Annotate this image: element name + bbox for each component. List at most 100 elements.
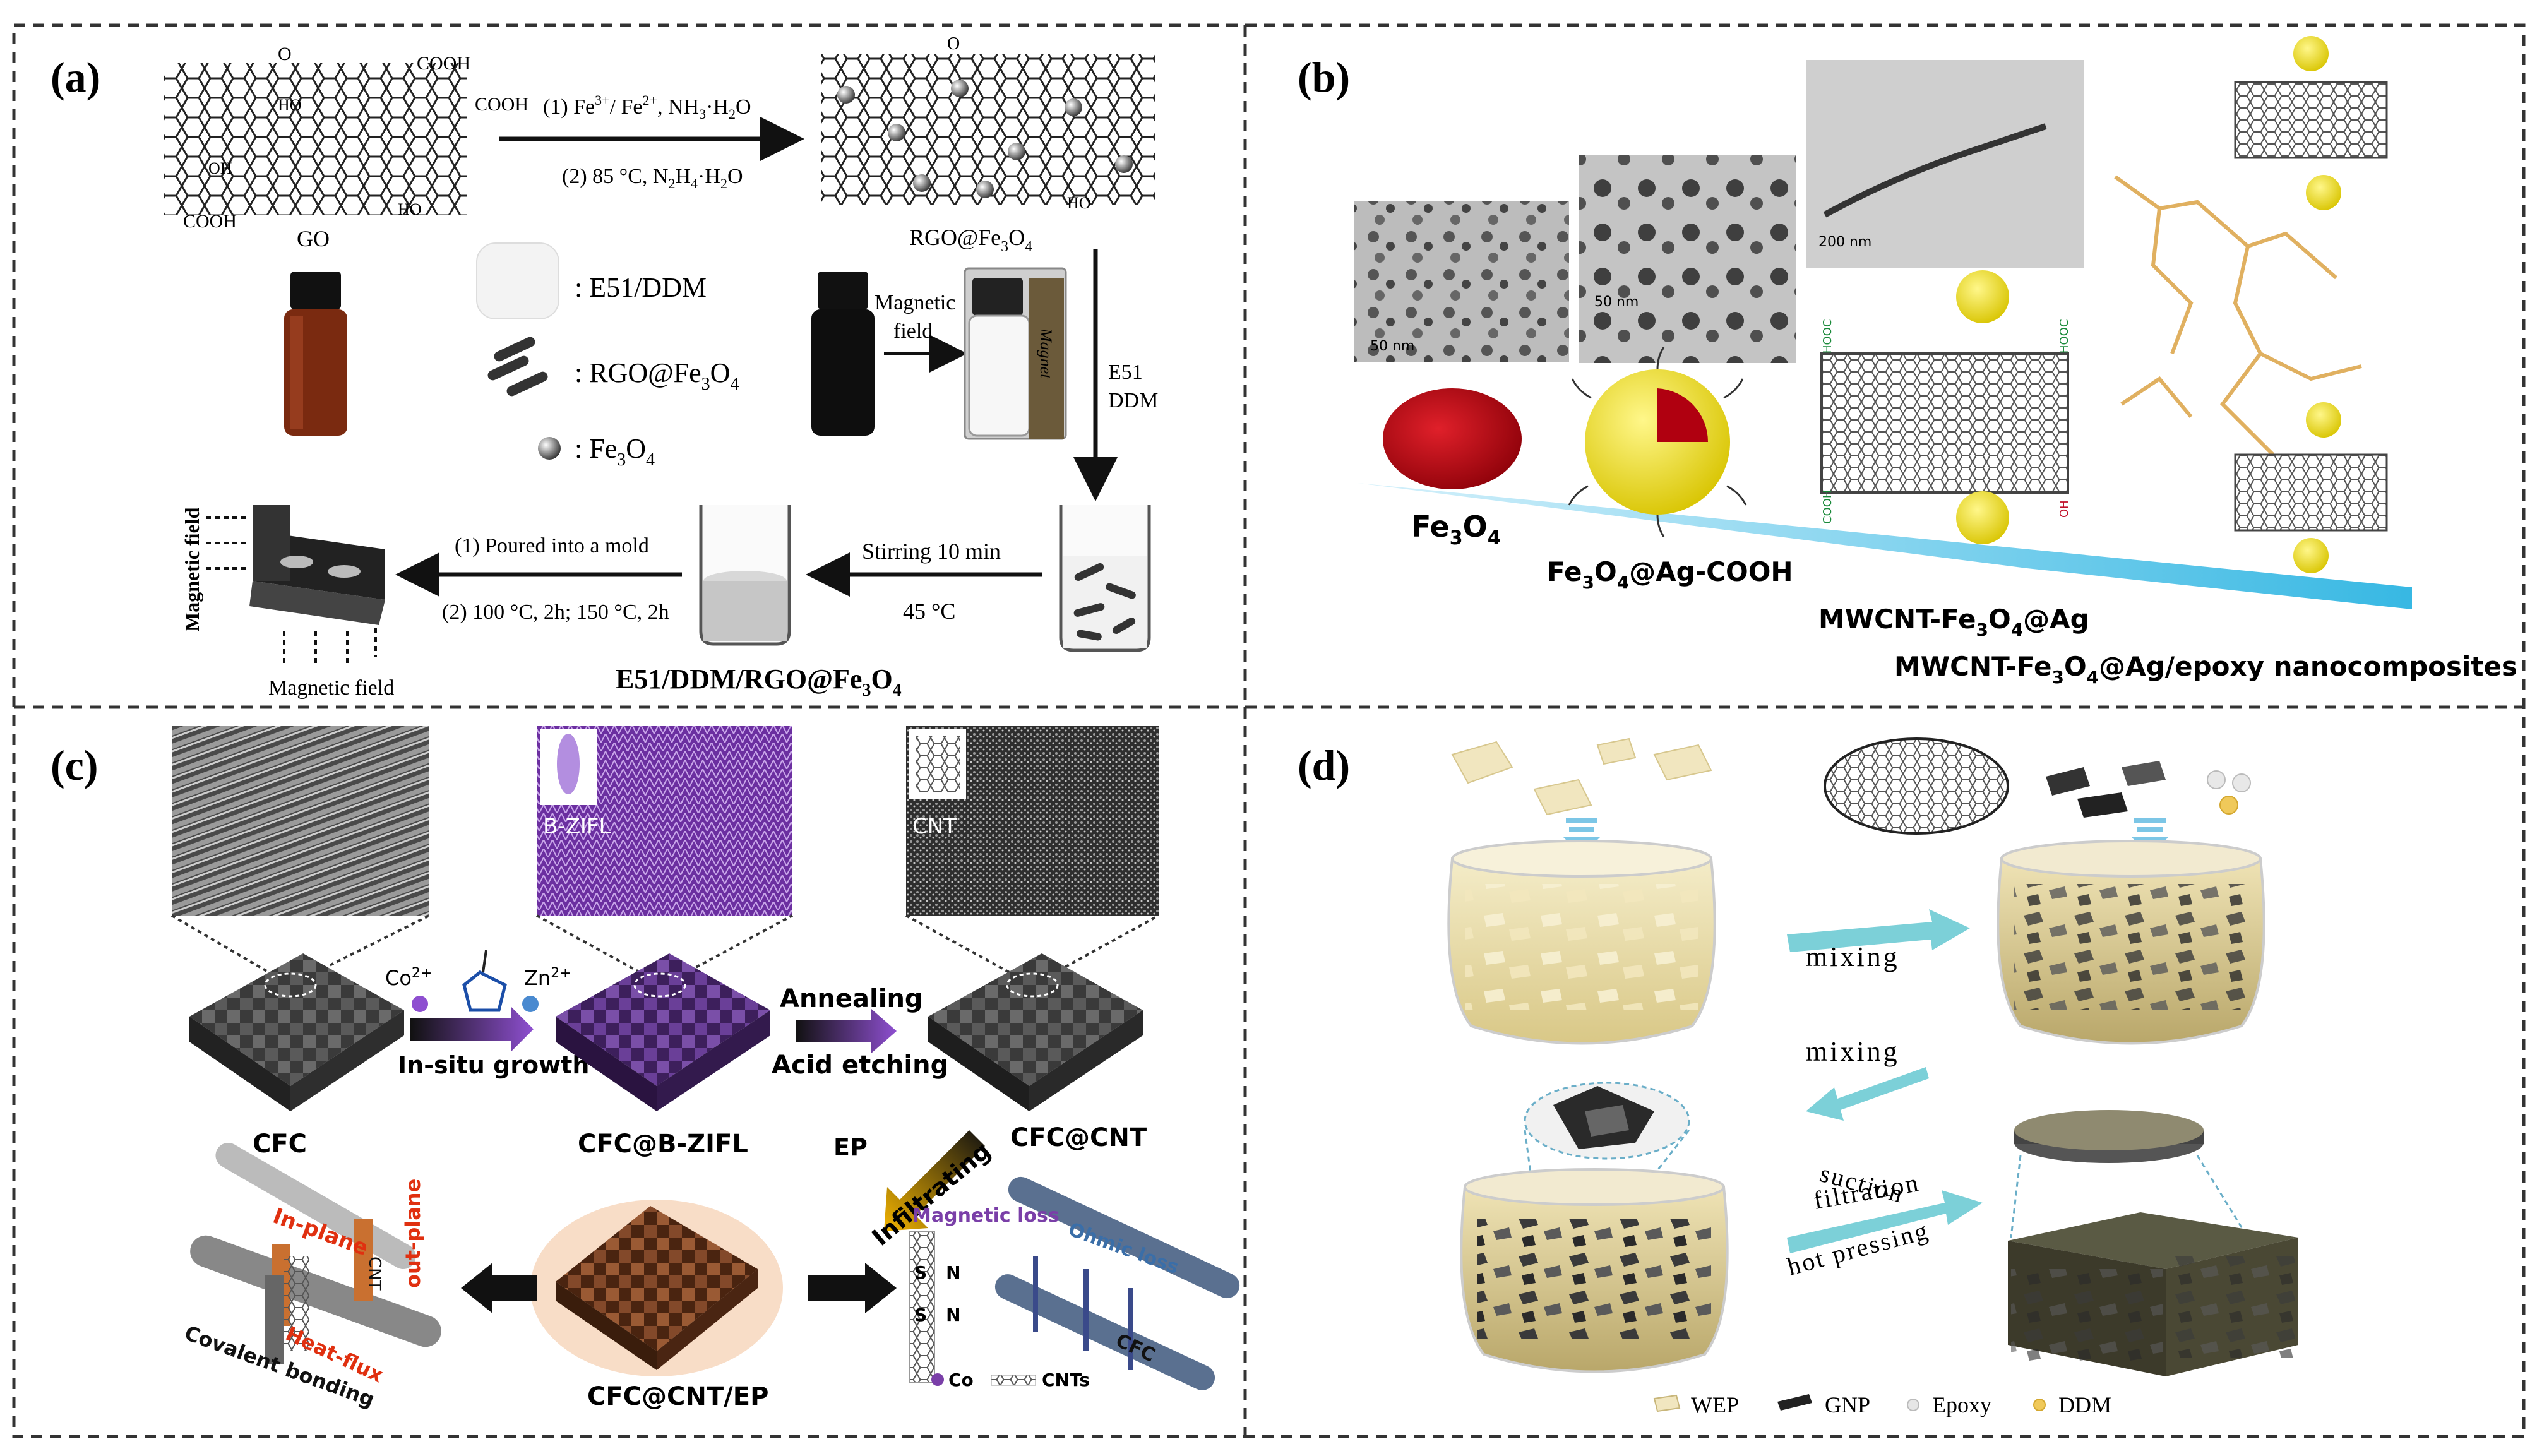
- sem-cfc: [172, 726, 429, 916]
- svg-text:COOH: COOH: [417, 53, 470, 74]
- svg-text:EP: EP: [833, 1133, 868, 1161]
- ep-fabric: [530, 1200, 783, 1376]
- svg-text:DDM: DDM: [1108, 389, 1158, 412]
- svg-text:WEP: WEP: [1691, 1392, 1739, 1417]
- panel-b-tag: (b): [1298, 53, 1350, 101]
- annealing-arrow: [796, 1009, 897, 1053]
- svg-text:OH: OH: [208, 159, 232, 177]
- cnt-fabric: [928, 953, 1143, 1111]
- go-label: GO: [297, 226, 330, 251]
- svg-text:Annealing: Annealing: [780, 984, 923, 1013]
- panel-a-tag: (a): [51, 53, 100, 101]
- svg-text:Fe3O4: Fe3O4: [1411, 510, 1501, 549]
- svg-text:200 nm: 200 nm: [1818, 234, 1871, 250]
- svg-text:Stirring 10 min: Stirring 10 min: [862, 539, 1001, 564]
- svg-text:50 nm: 50 nm: [1370, 338, 1414, 354]
- svg-text:HOOC: HOOC: [1821, 319, 1834, 354]
- svg-text:COOH: COOH: [183, 211, 237, 232]
- infiltrating-arrow: [884, 1130, 985, 1231]
- mixture-label: E51/DDM/RGO@Fe3O4: [616, 664, 902, 700]
- beaker-gnp: [1997, 840, 2265, 1045]
- svg-text:45 °C: 45 °C: [903, 599, 955, 624]
- svg-text:Magnet: Magnet: [1037, 328, 1055, 379]
- svg-text:out-plane: out-plane: [401, 1179, 425, 1288]
- flake-bubble: [1524, 1082, 1690, 1160]
- insitu-arrow: [410, 1007, 534, 1051]
- svg-text:CNT: CNT: [912, 814, 957, 839]
- svg-text:HO: HO: [278, 96, 302, 114]
- wep-flakes-top: [1451, 737, 1712, 816]
- beaker-mix: [1460, 1168, 1729, 1373]
- heat-flux-schematic: In-plane out-plane CNT Heat-flux Covalen…: [181, 1143, 477, 1412]
- svg-text:50 nm: 50 nm: [1594, 294, 1639, 310]
- svg-text:(1) Poured into a mold: (1) Poured into a mold: [455, 534, 649, 558]
- svg-text:B-ZIFL: B-ZIFL: [543, 814, 611, 839]
- precursor-icons: Co2+ Zn2+: [385, 950, 571, 1012]
- svg-text:HOOC: HOOC: [2058, 319, 2071, 354]
- panel-a: (a) O COOH COOH COOH HO OH HO GO (1) Fe3…: [51, 34, 1158, 700]
- svg-text:Epoxy: Epoxy: [1932, 1392, 1991, 1417]
- svg-text:In-situ growth: In-situ growth: [398, 1051, 589, 1079]
- fe3o4-sphere: [1383, 388, 1522, 489]
- panel-b: (b) 50 nm 50 nm 200 nm Fe3O4 Fe3O4@Ag-CO…: [1298, 36, 2517, 688]
- svg-text:Magnetic field: Magnetic field: [268, 676, 394, 700]
- beaker-right: [1059, 505, 1151, 652]
- svg-text:CFC@B-ZIFL: CFC@B-ZIFL: [578, 1130, 748, 1159]
- svg-text:O: O: [278, 44, 292, 64]
- beaker-middle: [699, 505, 791, 646]
- beaker-wep: [1447, 840, 1716, 1045]
- svg-text:CFC: CFC: [434, 1352, 477, 1388]
- suction-arrow: [1787, 1190, 1983, 1253]
- svg-text:HO: HO: [398, 200, 422, 218]
- svg-text:CNTs: CNTs: [1042, 1369, 1090, 1390]
- panel-c: (c) B-ZIFL CNT CFC Co2+: [51, 726, 1240, 1412]
- arrow-left: [461, 1263, 537, 1313]
- svg-text:CFC@CNT/EP: CFC@CNT/EP: [587, 1382, 768, 1411]
- svg-text:CFC: CFC: [253, 1130, 307, 1159]
- progress-ribbon: [1358, 483, 2412, 609]
- panel-d: (d): [1298, 737, 2298, 1417]
- svg-text:DDM: DDM: [2058, 1392, 2111, 1417]
- svg-text:MWCNT-Fe3O4@Ag/epoxy nanocompo: MWCNT-Fe3O4@Ag/epoxy nanocomposites: [1894, 651, 2517, 688]
- svg-text:SN: SN: [914, 1262, 961, 1283]
- gnp-materials: [1824, 737, 2251, 835]
- svg-text:SN: SN: [914, 1304, 961, 1325]
- svg-text:Magnetic loss: Magnetic loss: [912, 1205, 1060, 1227]
- svg-text:mixing: mixing: [1806, 1036, 1900, 1067]
- rgo-vials: Magnetic field Magnet: [811, 267, 1067, 440]
- svg-text:mixing: mixing: [1806, 941, 1900, 972]
- svg-text:Co: Co: [948, 1369, 974, 1390]
- svg-text:(2) 100 °C, 2h; 150 °C, 2h: (2) 100 °C, 2h; 150 °C, 2h: [442, 600, 669, 624]
- svg-text:GNP: GNP: [1825, 1392, 1870, 1417]
- svg-text:COOH: COOH: [1821, 490, 1834, 524]
- arrow-right: [808, 1263, 897, 1313]
- panel-c-tag: (c): [51, 741, 98, 789]
- epoxy-network: [2114, 175, 2362, 456]
- composite-disc: [2014, 1110, 2204, 1163]
- svg-text:Magnetic field: Magnetic field: [181, 507, 203, 631]
- cfc-fabric: [189, 953, 404, 1111]
- panel-borders: [12, 23, 2526, 1438]
- svg-text:E51: E51: [1108, 361, 1143, 384]
- svg-text:O: O: [947, 34, 960, 54]
- svg-text:COOH: COOH: [475, 94, 528, 115]
- mwcnt-tube: HOOC COOH HOOC OH: [1820, 270, 2071, 544]
- rgo-structure: O HO RGO@Fe3O4: [821, 34, 1155, 255]
- svg-text:Zn2+: Zn2+: [524, 965, 571, 990]
- go-structure: O COOH COOH COOH HO OH HO GO: [164, 44, 528, 251]
- svg-text:Acid etching: Acid etching: [772, 1051, 948, 1080]
- composite-block: [2008, 1212, 2298, 1376]
- svg-text:Magnetic: Magnetic: [875, 291, 955, 314]
- tem-image-1: [1354, 201, 1569, 362]
- go-vial: [284, 272, 347, 436]
- bzifl-fabric: [556, 953, 770, 1111]
- svg-text:MWCNT-Fe3O4@Ag: MWCNT-Fe3O4@Ag: [1818, 604, 2089, 640]
- mold-sample: [202, 505, 385, 663]
- svg-text:HO: HO: [1067, 194, 1091, 212]
- svg-text:Co2+: Co2+: [385, 965, 432, 990]
- panel-d-tag: (d): [1298, 741, 1350, 789]
- panel-d-legend: WEP GNP Epoxy DDM: [1653, 1392, 2111, 1417]
- composite-tubes: [2234, 36, 2388, 573]
